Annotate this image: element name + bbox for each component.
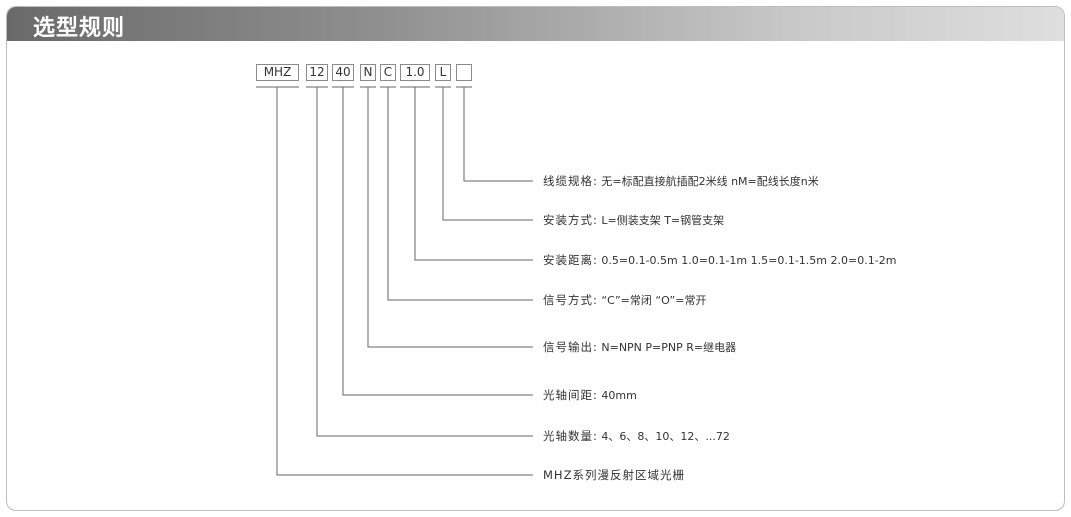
row-axis-pitch-name: 光轴间距: [543, 388, 598, 402]
code-box-distance: 1.0 [400, 64, 430, 81]
leader-cable [463, 87, 533, 182]
row-cable-spec: 线缆规格: 无=标配直接航插配2米线 nM=配线长度n米 [543, 174, 819, 189]
row-series-name: MHZ系列漫反射区域光栅 [543, 468, 685, 482]
code-box-mount: L [435, 64, 451, 81]
leader-mount [442, 87, 533, 221]
code-box-series: MHZ [256, 64, 299, 81]
header-title: 选型规则 [33, 16, 126, 41]
row-mount-method-name: 安装方式: [543, 213, 598, 227]
row-axis-pitch: 光轴间距: 40mm [543, 388, 637, 403]
code-box-cable [456, 64, 472, 81]
leader-output [367, 87, 533, 348]
section-header: 选型规则 [7, 7, 1064, 41]
row-mount-distance: 安装距离: 0.5=0.1-0.5m 1.0=0.1-1m 1.5=0.1-1.… [543, 253, 896, 268]
row-signal-mode-value: “C”=常闭 “O”=常开 [601, 294, 707, 307]
row-mount-method-value: L=侧装支架 T=钢管支架 [601, 214, 725, 227]
row-axis-count: 光轴数量: 4、6、8、10、12、...72 [543, 429, 730, 444]
selection-rules-panel: 选型规则 [6, 6, 1065, 511]
row-signal-mode: 信号方式: “C”=常闭 “O”=常开 [543, 293, 706, 308]
row-axis-count-value: 4、6、8、10、12、...72 [601, 430, 730, 443]
code-box-axis-count: 12 [306, 64, 328, 81]
row-mount-method: 安装方式: L=侧装支架 T=钢管支架 [543, 213, 724, 228]
row-series: MHZ系列漫反射区域光栅 [543, 468, 685, 483]
leader-axis-pitch [342, 87, 533, 396]
leader-axis-count [316, 87, 533, 437]
row-signal-mode-name: 信号方式: [543, 293, 598, 307]
leader-signal-mode [387, 87, 533, 301]
row-signal-output: 信号输出: N=NPN P=PNP R=继电器 [543, 340, 736, 355]
code-box-output: N [360, 64, 376, 81]
row-axis-count-name: 光轴数量: [543, 429, 598, 443]
code-box-axis-pitch: 40 [332, 64, 354, 81]
row-cable-spec-value: 无=标配直接航插配2米线 nM=配线长度n米 [601, 175, 819, 188]
row-mount-distance-name: 安装距离: [543, 253, 598, 267]
row-cable-spec-name: 线缆规格: [543, 174, 598, 188]
row-signal-output-value: N=NPN P=PNP R=继电器 [601, 341, 737, 354]
row-axis-pitch-value: 40mm [601, 389, 637, 402]
code-box-signal-mode: C [380, 64, 396, 81]
leader-series [276, 87, 533, 476]
leader-distance [414, 87, 533, 261]
row-signal-output-name: 信号输出: [543, 340, 598, 354]
row-mount-distance-value: 0.5=0.1-0.5m 1.0=0.1-1m 1.5=0.1-1.5m 2.0… [601, 254, 897, 267]
